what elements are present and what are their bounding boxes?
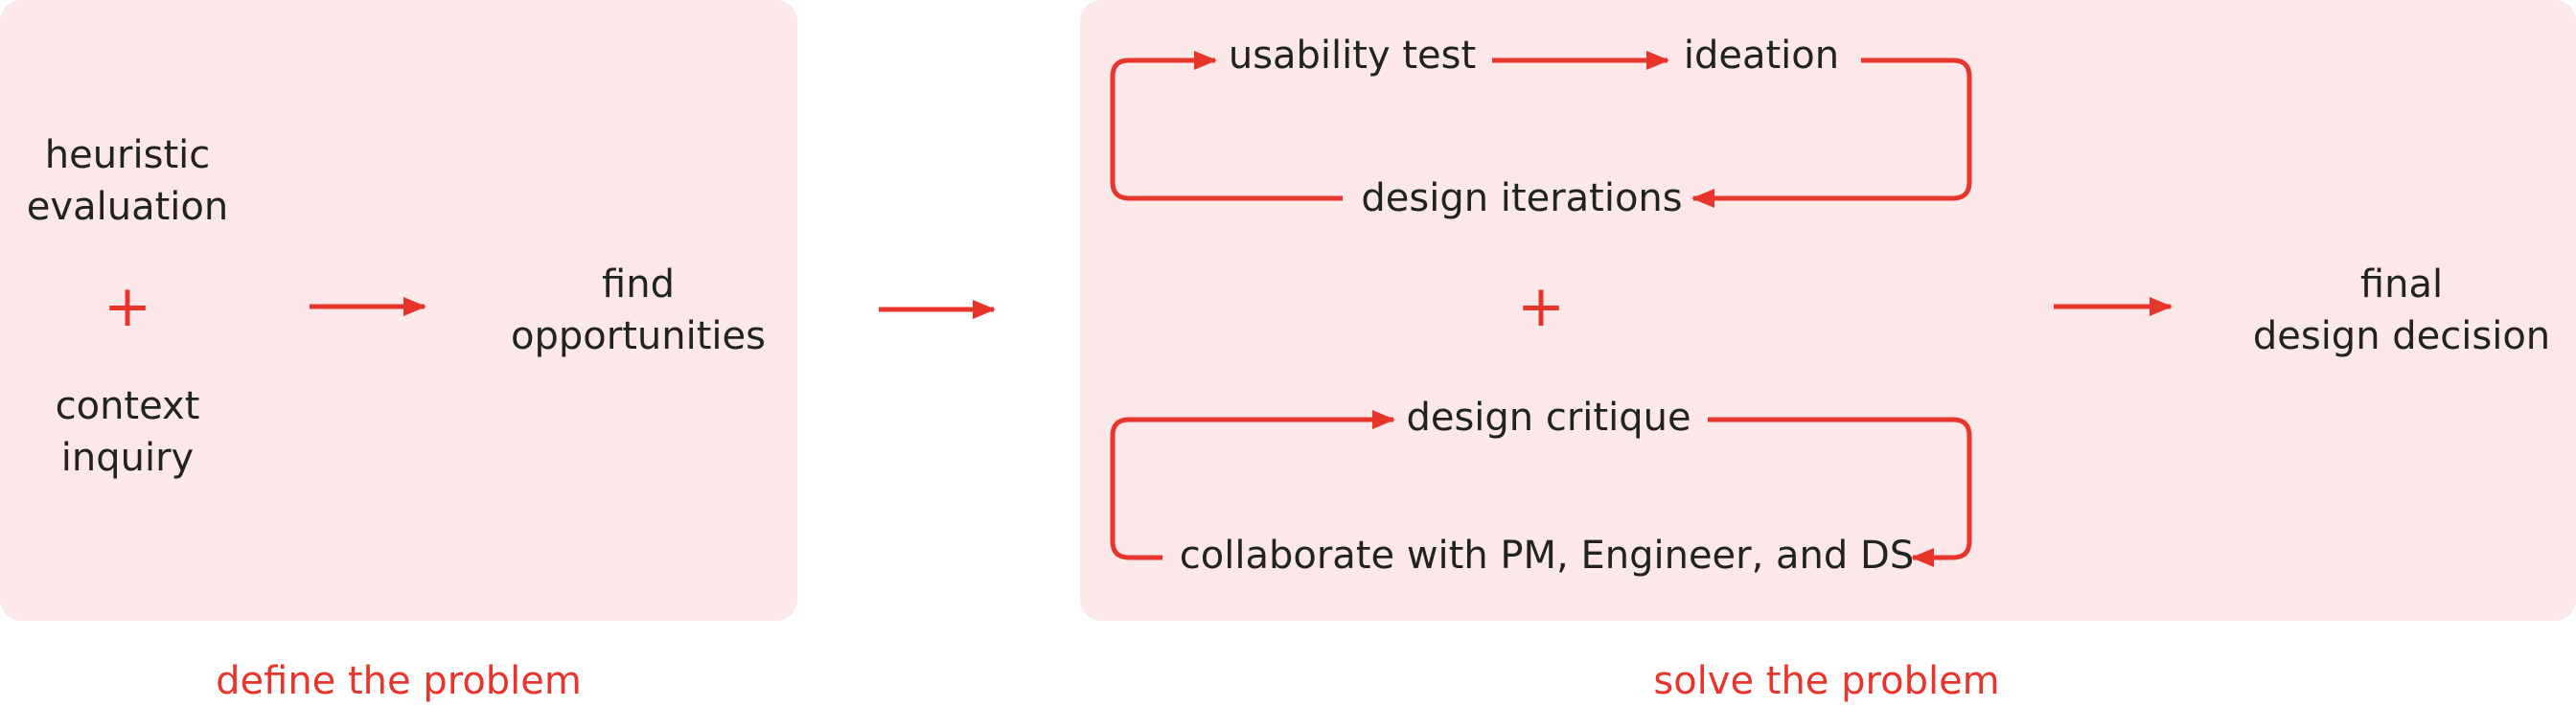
final-line-2: design decision (2252, 314, 2551, 358)
collaborate-node: collaborate with PM, Engineer, and DS (1179, 534, 1915, 578)
usability-test-node: usability test (1228, 34, 1477, 78)
ideation-node: ideation (1683, 34, 1840, 78)
plus-icon: + (1516, 273, 1566, 340)
context-inquiry-node: context inquiry (56, 380, 200, 484)
design-critique-node: design critique (1406, 396, 1691, 440)
heuristic-evaluation-node: heuristic evaluation (27, 129, 228, 233)
define-caption: define the problem (216, 659, 582, 703)
find-opportunities-node: find opportunities (511, 259, 766, 362)
final-line-1: final (2359, 262, 2444, 307)
arrow-critique-to-collaborate (1708, 417, 1972, 567)
plus-icon: + (103, 273, 152, 340)
define-problem-panel (0, 0, 797, 621)
arrow-iterations-to-usability (1110, 51, 1343, 201)
opportunities-line-1: find (602, 262, 675, 307)
arrow-collaborate-to-critique (1110, 410, 1395, 560)
arrow-ideation-to-iterations (1691, 57, 1972, 208)
solve-caption: solve the problem (1653, 659, 2000, 703)
solve-problem-panel (1080, 0, 2576, 621)
final-design-decision-node: final design decision (2253, 259, 2550, 362)
context-line-2: inquiry (60, 436, 195, 480)
heuristic-line-1: heuristic (44, 133, 211, 177)
heuristic-line-2: evaluation (26, 185, 229, 229)
design-iterations-node: design iterations (1361, 176, 1683, 220)
opportunities-line-2: opportunities (511, 314, 766, 358)
context-line-1: context (55, 384, 200, 428)
